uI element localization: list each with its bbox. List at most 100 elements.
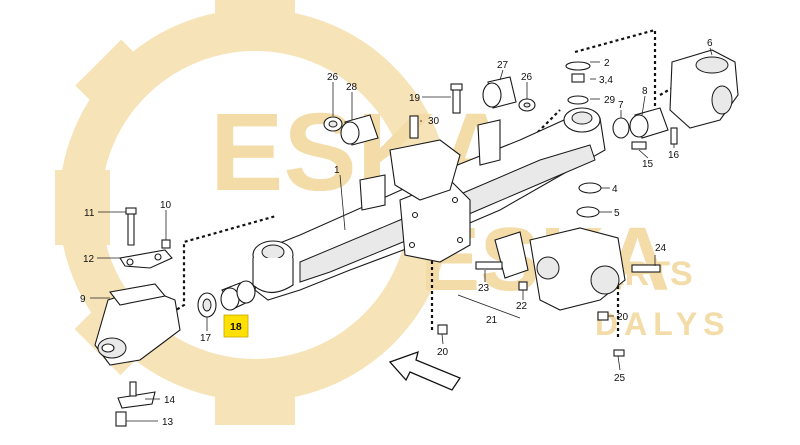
washer-2 (565, 61, 591, 71)
knuckle-6-bore (711, 85, 733, 115)
bolt-11 (127, 211, 135, 246)
callout-1[interactable]: 1 (334, 165, 340, 176)
watermark-gear-tooth (215, 365, 295, 425)
washer-17-hole (202, 298, 212, 312)
spring-bracket-right (477, 119, 501, 166)
center-bushings (323, 61, 602, 218)
callout-26-left[interactable]: 26 (327, 72, 339, 83)
upper-arm (389, 139, 461, 201)
plate-hole (456, 236, 464, 244)
leader-27 (499, 69, 504, 81)
callout-13[interactable]: 13 (162, 417, 174, 428)
callout-24[interactable]: 24 (655, 243, 667, 254)
callout-23[interactable]: 23 (478, 283, 490, 294)
callout-30[interactable]: 30 (428, 116, 440, 127)
bushing-18-far (236, 280, 256, 304)
callout-8[interactable]: 8 (642, 86, 648, 97)
bolt-24 (631, 264, 661, 273)
watermark-gear-tooth (75, 39, 161, 125)
leader-20-center (441, 333, 444, 345)
direction-arrow-shape (388, 350, 461, 391)
callout-10[interactable]: 10 (160, 200, 172, 211)
steering-arm-hole (126, 258, 134, 266)
leader-lines (90, 47, 713, 422)
watermark-logo: ESKA ESKA PARTS DALYS (55, 0, 731, 425)
callout-9[interactable]: 9 (80, 294, 86, 305)
watermark-dealer: DALYS (595, 306, 731, 342)
leader-6 (709, 47, 713, 56)
callout-20-center[interactable]: 20 (437, 347, 449, 358)
callout-26-right[interactable]: 26 (521, 72, 533, 83)
left-knuckle-assembly (94, 207, 256, 427)
callout-15[interactable]: 15 (642, 159, 654, 170)
clip-10 (161, 239, 171, 249)
nut-20-center (437, 324, 448, 335)
callout-4[interactable]: 4 (612, 184, 618, 195)
callout-22[interactable]: 22 (516, 301, 528, 312)
callout-5[interactable]: 5 (614, 208, 620, 219)
callout-16[interactable]: 16 (668, 150, 680, 161)
spacer-3-4 (571, 73, 585, 83)
callout-19[interactable]: 19 (409, 93, 421, 104)
callout-27[interactable]: 27 (497, 60, 509, 71)
knuckle-6-top (695, 56, 729, 74)
bushing-8-end (629, 114, 649, 138)
callout-12[interactable]: 12 (83, 254, 95, 265)
callout-7[interactable]: 7 (618, 100, 624, 111)
bushing-27-end (482, 82, 502, 108)
bolt-13 (115, 411, 127, 427)
callout-20-right[interactable]: 20 (617, 312, 629, 323)
bolt-15 (631, 141, 647, 150)
axle-beam (252, 107, 606, 301)
steering-arm (119, 249, 173, 269)
callout-18[interactable]: 18 (230, 321, 242, 333)
callout-11[interactable]: 11 (84, 208, 95, 219)
callout-25[interactable]: 25 (614, 373, 626, 384)
leader-1 (339, 174, 346, 231)
callout-29[interactable]: 29 (604, 95, 616, 106)
pin-30 (409, 115, 419, 139)
bushing-18-end (220, 287, 240, 311)
bolt-23 (475, 261, 503, 270)
callout-17[interactable]: 17 (200, 333, 212, 344)
bolt-19 (452, 87, 461, 114)
seal-26-right-hole (523, 102, 531, 108)
callout-14[interactable]: 14 (164, 395, 176, 406)
right-boss-bore (571, 111, 593, 125)
seal-7 (612, 117, 630, 139)
callout-labels: 26 28 19 30 27 26 1 2 3,4 29 4 5 6 7 8 1… (80, 38, 713, 428)
callout-6[interactable]: 6 (707, 38, 713, 49)
plate-hole (451, 196, 459, 204)
nut-22 (518, 281, 528, 291)
seal-26-left-hole (328, 120, 338, 128)
knuckle-arm-top (109, 283, 167, 306)
callout-2[interactable]: 2 (604, 58, 610, 69)
left-boss-bore (261, 244, 285, 260)
highlight-box (223, 314, 249, 338)
bracket-bore (590, 265, 620, 295)
washer-29 (567, 95, 589, 105)
bolt-19-head (450, 83, 463, 91)
bushing-28-end (340, 121, 360, 145)
pin-16 (670, 127, 678, 145)
pin-14 (129, 381, 137, 397)
leader-25 (617, 355, 621, 371)
bolt-11-head (125, 207, 137, 215)
plate-hole (408, 241, 416, 249)
washer-4-lower (578, 182, 602, 194)
bracket-21-line (457, 294, 521, 319)
highlighted-callout-18[interactable]: 18 (223, 314, 249, 338)
callout-28[interactable]: 28 (346, 82, 358, 93)
leader-15 (638, 149, 649, 159)
steering-arm-hole (154, 253, 162, 261)
watermark-gear-tooth (215, 0, 295, 50)
callout-21[interactable]: 21 (486, 315, 498, 326)
spring-bracket-left (359, 174, 386, 211)
knuckle-spindle-end (101, 343, 115, 353)
callout-3-4[interactable]: 3,4 (599, 75, 613, 86)
pin-25 (613, 349, 625, 357)
leader-8 (641, 95, 646, 116)
washer-5 (576, 206, 600, 218)
